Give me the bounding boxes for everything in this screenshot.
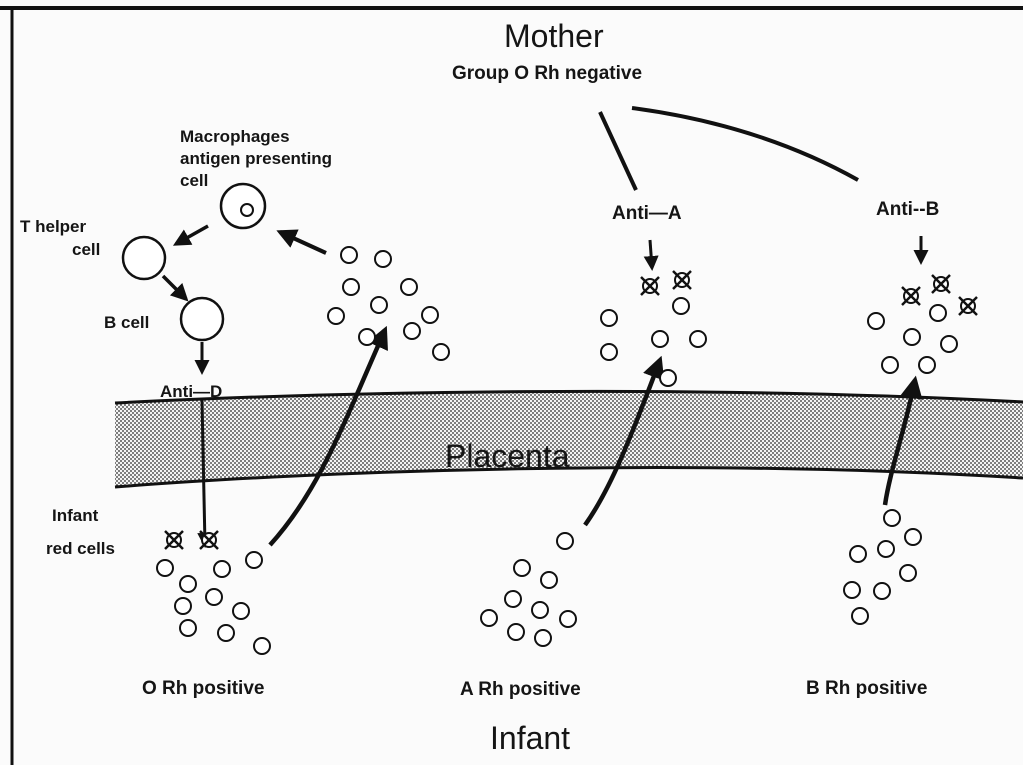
red-cell bbox=[941, 336, 957, 352]
b-cell bbox=[181, 298, 223, 340]
red-cell bbox=[422, 307, 438, 323]
red-cell bbox=[874, 583, 890, 599]
red-cell bbox=[375, 251, 391, 267]
b-cell-label: B cell bbox=[104, 314, 149, 332]
anti-b-label: Anti--B bbox=[876, 200, 939, 220]
red-cell bbox=[673, 298, 689, 314]
red-cell bbox=[532, 602, 548, 618]
antibody-coated-cell bbox=[959, 297, 977, 315]
red-cell bbox=[505, 591, 521, 607]
a-rh-positive-label: A Rh positive bbox=[460, 680, 581, 700]
red-cell bbox=[560, 611, 576, 627]
red-cell bbox=[514, 560, 530, 576]
red-cell bbox=[341, 247, 357, 263]
red-cell bbox=[180, 620, 196, 636]
red-cell bbox=[481, 610, 497, 626]
arrow-macrophage-to-t-helper bbox=[176, 226, 208, 244]
red-cell bbox=[401, 279, 417, 295]
red-cell bbox=[214, 561, 230, 577]
red-cell bbox=[157, 560, 173, 576]
red-cell bbox=[882, 357, 898, 373]
red-cell bbox=[900, 565, 916, 581]
infant-red-cells-line2: red cells bbox=[46, 540, 115, 558]
red-cell bbox=[254, 638, 270, 654]
red-cell bbox=[371, 297, 387, 313]
antibody-coated-cell bbox=[673, 271, 691, 289]
red-cell bbox=[359, 329, 375, 345]
red-cell bbox=[218, 625, 234, 641]
red-cell bbox=[233, 603, 249, 619]
apc-label-line2: antigen presenting bbox=[180, 150, 332, 168]
antibody-coated-cell bbox=[932, 275, 950, 293]
o-rh-positive-label: O Rh positive bbox=[142, 679, 264, 699]
red-cell bbox=[535, 630, 551, 646]
red-cell bbox=[905, 529, 921, 545]
red-cell bbox=[904, 329, 920, 345]
red-cell bbox=[930, 305, 946, 321]
red-cell bbox=[868, 313, 884, 329]
antibody-coated-cell bbox=[165, 531, 183, 549]
red-cell bbox=[328, 308, 344, 324]
red-cell bbox=[433, 344, 449, 360]
red-cell bbox=[652, 331, 668, 347]
red-cell bbox=[175, 598, 191, 614]
red-cells-maternal-b bbox=[868, 305, 957, 373]
red-cells-infant-o bbox=[157, 552, 270, 654]
placenta-label: Placenta bbox=[445, 440, 570, 474]
antibody-coated-cell bbox=[641, 277, 659, 295]
red-cell bbox=[690, 331, 706, 347]
antibody-coated-cell bbox=[200, 531, 218, 549]
mother-group-label: Group O Rh negative bbox=[452, 64, 642, 84]
red-cell bbox=[850, 546, 866, 562]
anti-a-label: Anti—A bbox=[612, 204, 682, 224]
red-cell bbox=[180, 576, 196, 592]
red-cell bbox=[508, 624, 524, 640]
apc-label-line1: Macrophages bbox=[180, 128, 290, 146]
t-helper-label-line2: cell bbox=[72, 241, 100, 259]
apc-label-line3: cell bbox=[180, 172, 208, 190]
red-cell bbox=[601, 344, 617, 360]
red-cells-maternal-o bbox=[328, 247, 449, 360]
red-cell bbox=[919, 357, 935, 373]
mother-line-to-anti-a bbox=[600, 112, 636, 190]
red-cell bbox=[557, 533, 573, 549]
arrow-t-helper-to-b-cell bbox=[163, 276, 186, 299]
red-cell bbox=[404, 323, 420, 339]
red-cell bbox=[884, 510, 900, 526]
red-cells-infant-b bbox=[844, 510, 921, 624]
red-cell bbox=[343, 279, 359, 295]
infant-red-cells-line1: Infant bbox=[52, 507, 98, 525]
antibody-coated-cell bbox=[902, 287, 920, 305]
mother-line-to-anti-b bbox=[632, 108, 858, 180]
red-cell bbox=[601, 310, 617, 326]
arrow-cells-to-macrophage bbox=[280, 232, 326, 253]
infant-label: Infant bbox=[490, 722, 570, 756]
arrow-anti-a-down bbox=[650, 240, 652, 268]
t-helper-label-line1: T helper bbox=[20, 218, 86, 236]
red-cell bbox=[541, 572, 557, 588]
red-cell bbox=[246, 552, 262, 568]
red-cell bbox=[660, 370, 676, 386]
red-cells-infant-a bbox=[481, 533, 576, 646]
red-cell bbox=[878, 541, 894, 557]
t-helper-cell bbox=[123, 237, 165, 279]
mother-label: Mother bbox=[504, 20, 604, 54]
red-cell bbox=[206, 589, 222, 605]
red-cell bbox=[852, 608, 868, 624]
b-rh-positive-label: B Rh positive bbox=[806, 679, 927, 699]
red-cell bbox=[844, 582, 860, 598]
anti-d-label: Anti—D bbox=[160, 383, 222, 401]
